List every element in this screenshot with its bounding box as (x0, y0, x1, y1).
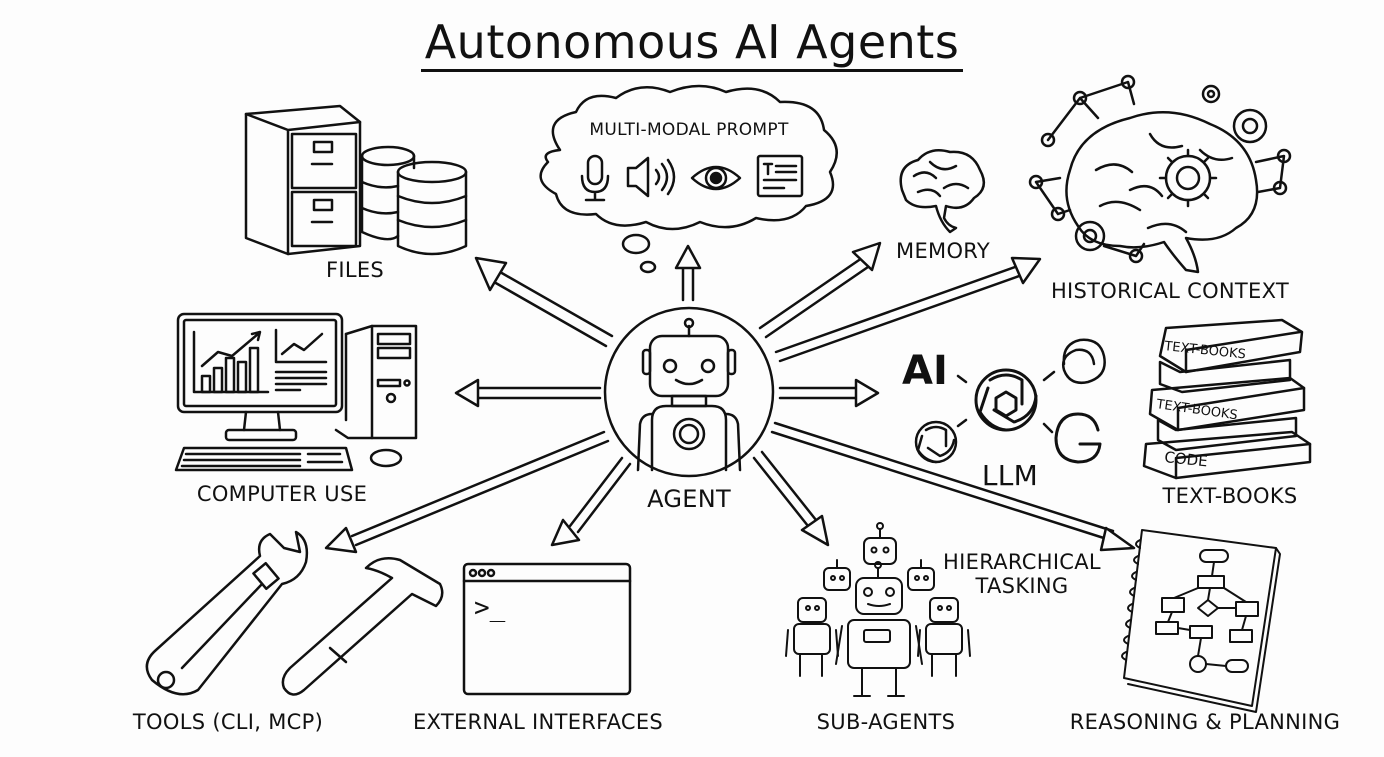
filing-cabinet-database-icon (244, 104, 468, 256)
arrow-to-computer (454, 378, 602, 408)
node-label-tools: TOOLS (CLI, MCP) (132, 710, 324, 734)
node-label-reasoning: REASONING & PLANNING (1069, 710, 1341, 734)
anthropic-logo: AI (902, 348, 948, 394)
arrow-to-prompt (674, 244, 702, 302)
terminal-prompt: >_ (474, 593, 506, 623)
agent-node[interactable] (603, 306, 775, 478)
node-label-history: HISTORICAL CONTEXT (1050, 279, 1290, 303)
node-label-textbooks: TEXT-BOOKS (1162, 484, 1298, 508)
arrow-to-subagents (752, 450, 830, 547)
node-label-prompt: MULTI-MODAL PROMPT (589, 120, 789, 140)
openai-logo-small (914, 420, 958, 464)
title-text: Autonomous AI Agents (420, 15, 964, 72)
annotation-hierarchical-tasking: HIERARCHICAL TASKING (943, 550, 1101, 598)
book-stack-icon: TEXT-BOOKS TEXT-BOOKS CODE (1142, 318, 1312, 480)
speaker-icon (626, 156, 676, 198)
annotation-line: HIERARCHICAL (943, 550, 1101, 574)
arrow-to-memory (758, 241, 882, 339)
flowchart-notebook-icon (1121, 529, 1281, 713)
llm-logos-icon: AI (902, 338, 1106, 464)
arrow-to-llm (778, 378, 880, 408)
terminal-window-icon: >_ (462, 562, 632, 696)
eye-icon (690, 165, 742, 191)
agent-circle (603, 306, 775, 478)
page-title: Autonomous AI Agents (0, 14, 1384, 72)
node-label-memory: MEMORY (896, 239, 990, 263)
center-label-agent: AGENT (647, 485, 731, 513)
arrow-to-interfaces (550, 456, 632, 547)
microphone-icon (580, 154, 610, 202)
node-label-subagents: SUB-AGENTS (816, 710, 956, 734)
arrow-to-reasoning (770, 421, 1136, 552)
arrow-to-tools (324, 430, 610, 554)
robot-icon (636, 317, 742, 472)
arrow-to-files (474, 256, 614, 348)
brain-icon (899, 149, 986, 234)
brain-gears-network-icon (1028, 74, 1292, 274)
openai-logo-large (974, 368, 1038, 432)
wrench-hammer-icon (145, 530, 444, 696)
robot-group-icon (785, 522, 971, 697)
node-label-files: FILES (325, 258, 385, 282)
google-logo (1054, 412, 1102, 464)
book-spine-label: CODE (1164, 448, 1209, 470)
arrow-to-history (774, 256, 1042, 363)
node-label-interfaces: EXTERNAL INTERFACES (412, 710, 664, 734)
meta-logo (1062, 338, 1106, 384)
node-label-llm: LLM (981, 459, 1039, 492)
annotation-line: TASKING (975, 574, 1069, 598)
thought-cloud-icon (539, 84, 838, 274)
node-label-computer: COMPUTER USE (196, 482, 368, 506)
desktop-computer-icon (174, 312, 418, 472)
arrows (324, 241, 1136, 554)
document-icon (756, 154, 804, 198)
